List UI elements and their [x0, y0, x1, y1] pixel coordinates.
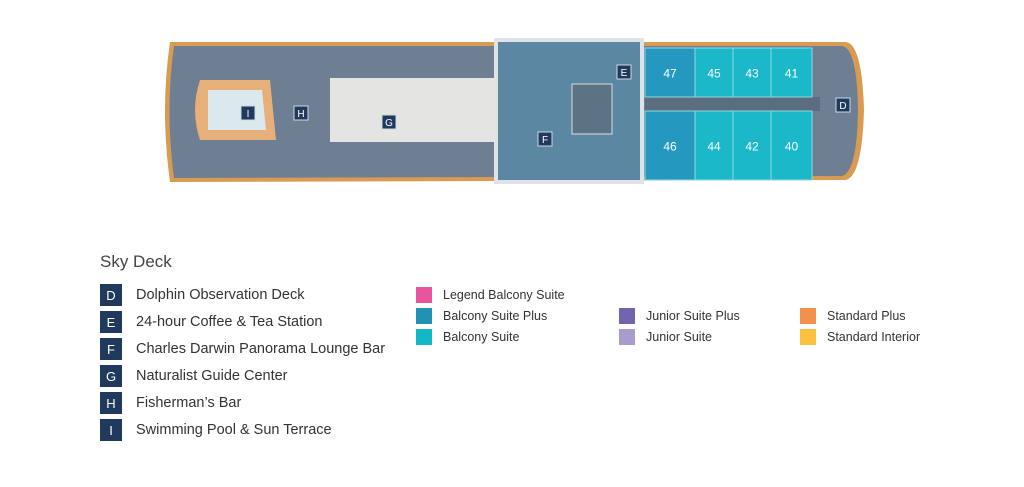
facility-key: I — [100, 419, 122, 441]
cabin-color-swatch — [800, 329, 816, 345]
cabin-color-swatch — [416, 329, 432, 345]
facility-key: G — [100, 365, 122, 387]
marker-e[interactable] — [616, 64, 632, 80]
facility-key: F — [100, 338, 122, 360]
cabin-legend-label: Standard Interior — [827, 330, 921, 344]
facility-item: F Charles Darwin Panorama Lounge Bar — [100, 338, 385, 360]
cabin-number: 41 — [785, 67, 799, 81]
facility-item: I Swimming Pool & Sun Terrace — [100, 419, 332, 441]
facility-label: Fisherman’s Bar — [136, 395, 242, 411]
cabin-number: 44 — [707, 140, 721, 154]
facility-key: E — [100, 311, 122, 333]
facility-label: Naturalist Guide Center — [136, 368, 288, 384]
cabin-number: 46 — [663, 140, 677, 154]
marker-label: H — [297, 109, 304, 120]
marker-label: G — [385, 118, 393, 129]
cabin-number: 43 — [745, 67, 759, 81]
facility-key: D — [100, 284, 122, 306]
facility-item: H Fisherman’s Bar — [100, 392, 241, 414]
central-structure — [330, 78, 495, 142]
cabin-color-swatch — [619, 329, 635, 345]
facility-item: G Naturalist Guide Center — [100, 365, 288, 387]
cabin-legend-label: Standard Plus — [827, 309, 906, 323]
cabin-color-swatch — [416, 287, 432, 303]
cabin-number: 40 — [785, 140, 799, 154]
cabin-color-swatch — [619, 308, 635, 324]
facility-key: H — [100, 392, 122, 414]
cabin-legend-label: Legend Balcony Suite — [443, 288, 565, 302]
facility-label: Dolphin Observation Deck — [136, 287, 305, 303]
cabin-42[interactable] — [732, 110, 772, 181]
corridor — [645, 97, 820, 111]
deck-title: Sky Deck — [100, 252, 172, 271]
marker-i[interactable] — [240, 105, 256, 121]
cabin-legend-item: Junior Suite Plus — [619, 308, 740, 324]
facility-item: D Dolphin Observation Deck — [100, 284, 304, 306]
cabin-41[interactable] — [770, 47, 813, 98]
marker-label: E — [621, 68, 628, 79]
facility-label: Swimming Pool & Sun Terrace — [136, 422, 332, 438]
lounge-floor — [498, 42, 640, 180]
cabin-number: 47 — [663, 67, 677, 81]
cabin-number: 45 — [707, 67, 721, 81]
cabin-legend-label: Balcony Suite Plus — [443, 309, 548, 323]
cabin-legend-item: Balcony Suite Plus — [416, 308, 547, 324]
ship-plan: 47 45 43 41 46 44 42 40 D E F G H I — [165, 38, 864, 184]
marker-label: D — [839, 101, 846, 112]
cabin-40[interactable] — [770, 110, 813, 181]
cabin-legend-label: Junior Suite — [646, 330, 713, 344]
cabin-legend-label: Balcony Suite — [443, 330, 520, 344]
cabin-color-swatch — [416, 308, 432, 324]
marker-g[interactable] — [381, 114, 397, 130]
marker-label: I — [247, 109, 250, 120]
cabin-45[interactable] — [694, 47, 734, 98]
marker-h[interactable] — [293, 105, 309, 121]
cabin-color-swatch — [800, 308, 816, 324]
cabin-legend-item: Standard Interior — [800, 329, 920, 345]
cabin-47[interactable] — [644, 47, 696, 98]
facility-label: 24-hour Coffee & Tea Station — [136, 314, 323, 330]
cabin-legend-item: Legend Balcony Suite — [416, 287, 565, 303]
marker-label: F — [542, 135, 548, 146]
facility-label: Charles Darwin Panorama Lounge Bar — [136, 341, 386, 357]
marker-f[interactable] — [537, 131, 553, 147]
facility-item: E 24-hour Coffee & Tea Station — [100, 311, 322, 333]
cabin-legend-label: Junior Suite Plus — [646, 309, 740, 323]
cabin-legend-item: Standard Plus — [800, 308, 906, 324]
cabin-legend-item: Balcony Suite — [416, 329, 519, 345]
pool-water — [208, 90, 266, 130]
cabin-legend-item: Junior Suite — [619, 329, 712, 345]
stairwell — [571, 83, 613, 135]
cabin-number: 42 — [745, 140, 759, 154]
marker-d[interactable] — [835, 97, 851, 113]
cabin-44[interactable] — [694, 110, 734, 181]
